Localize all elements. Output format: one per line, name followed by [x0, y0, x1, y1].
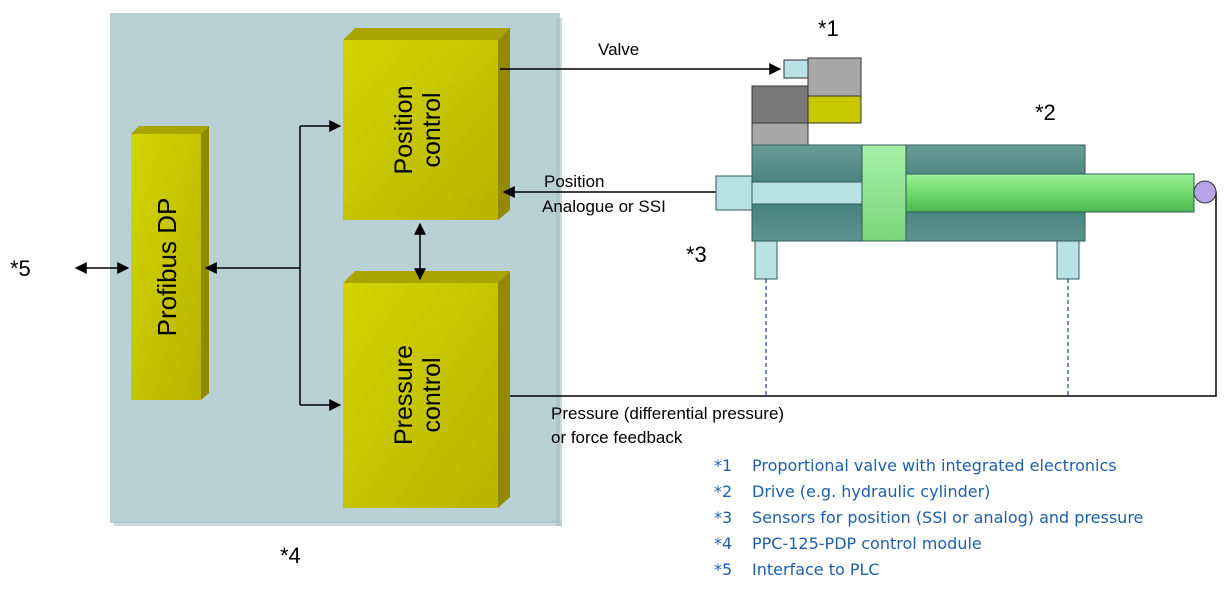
legend-text-1: Proportional valve with integrated elect… — [752, 456, 1117, 475]
valve-label: Valve — [598, 40, 639, 59]
pressure-signal-label-2: or force feedback — [551, 428, 683, 447]
marker-3: *3 — [686, 242, 707, 267]
legend: *1 Proportional valve with integrated el… — [714, 456, 1143, 579]
legend-key-1: *1 — [714, 456, 732, 475]
marker-5: *5 — [10, 256, 31, 281]
pressure-signal-label-1: Pressure (differential pressure) — [551, 404, 784, 423]
position-control-block: Position control — [343, 28, 510, 220]
marker-2: *2 — [1035, 100, 1056, 125]
marker-4: *4 — [280, 543, 301, 568]
legend-key-2: *2 — [714, 482, 732, 501]
legend-text-3: Sensors for position (SSI or analog) and… — [752, 508, 1143, 527]
legend-key-5: *5 — [714, 560, 732, 579]
pressure-control-label-2: control — [418, 357, 446, 432]
profibus-block: Profibus DP — [131, 126, 209, 400]
position-signal-label-2: Analogue or SSI — [542, 197, 666, 216]
position-control-label-2: control — [418, 92, 446, 167]
pressure-control-label-1: Pressure — [390, 345, 418, 445]
legend-text-2: Drive (e.g. hydraulic cylinder) — [752, 482, 990, 501]
marker-1: *1 — [818, 16, 839, 41]
legend-key-3: *3 — [714, 508, 732, 527]
internal-connections — [74, 120, 426, 411]
hydraulic-cylinder — [715, 144, 1217, 242]
proportional-valve — [751, 57, 862, 146]
position-control-label-1: Position — [390, 86, 418, 175]
profibus-label: Profibus DP — [152, 198, 182, 337]
legend-text-5: Interface to PLC — [752, 560, 880, 579]
position-signal-label-1: Position — [544, 172, 604, 191]
sensors — [754, 240, 1080, 396]
legend-text-4: PPC-125-PDP control module — [752, 534, 982, 553]
pressure-control-block: Pressure control — [343, 271, 510, 508]
legend-key-4: *4 — [714, 534, 732, 553]
